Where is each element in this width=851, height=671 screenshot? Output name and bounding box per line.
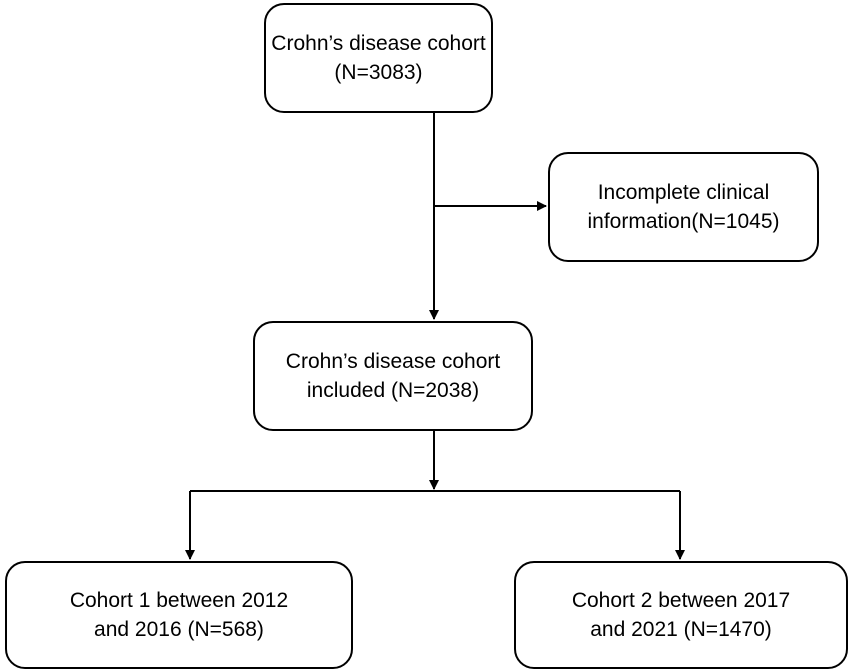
- node-cohort-2-line2: and 2021 (N=1470): [590, 618, 772, 641]
- node-cohort-1: Cohort 1 between 2012 and 2016 (N=568): [5, 561, 353, 669]
- node-crohns-cohort-line2: (N=3083): [334, 61, 423, 84]
- node-cohort-1-line2: and 2016 (N=568): [94, 618, 264, 641]
- node-crohns-cohort-line1: Crohn’s disease cohort: [271, 31, 486, 55]
- node-incomplete-info-line2: information(N=1045): [587, 210, 780, 233]
- node-cohort-2: Cohort 2 between 2017 and 2021 (N=1470): [514, 561, 848, 669]
- node-cohort-included: Crohn’s disease cohort included (N=2038): [253, 321, 533, 431]
- node-cohort-2-line1: Cohort 2 between 2017: [571, 588, 791, 612]
- node-incomplete-info: Incomplete clinical information(N=1045): [548, 152, 819, 262]
- node-incomplete-info-line1: Incomplete clinical: [597, 180, 770, 204]
- node-cohort-included-line2: included (N=2038): [306, 379, 480, 402]
- node-cohort-included-line1: Crohn’s disease cohort: [285, 349, 501, 373]
- node-cohort-1-line1: Cohort 1 between 2012: [69, 588, 289, 612]
- node-crohns-cohort: Crohn’s disease cohort (N=3083): [264, 3, 493, 113]
